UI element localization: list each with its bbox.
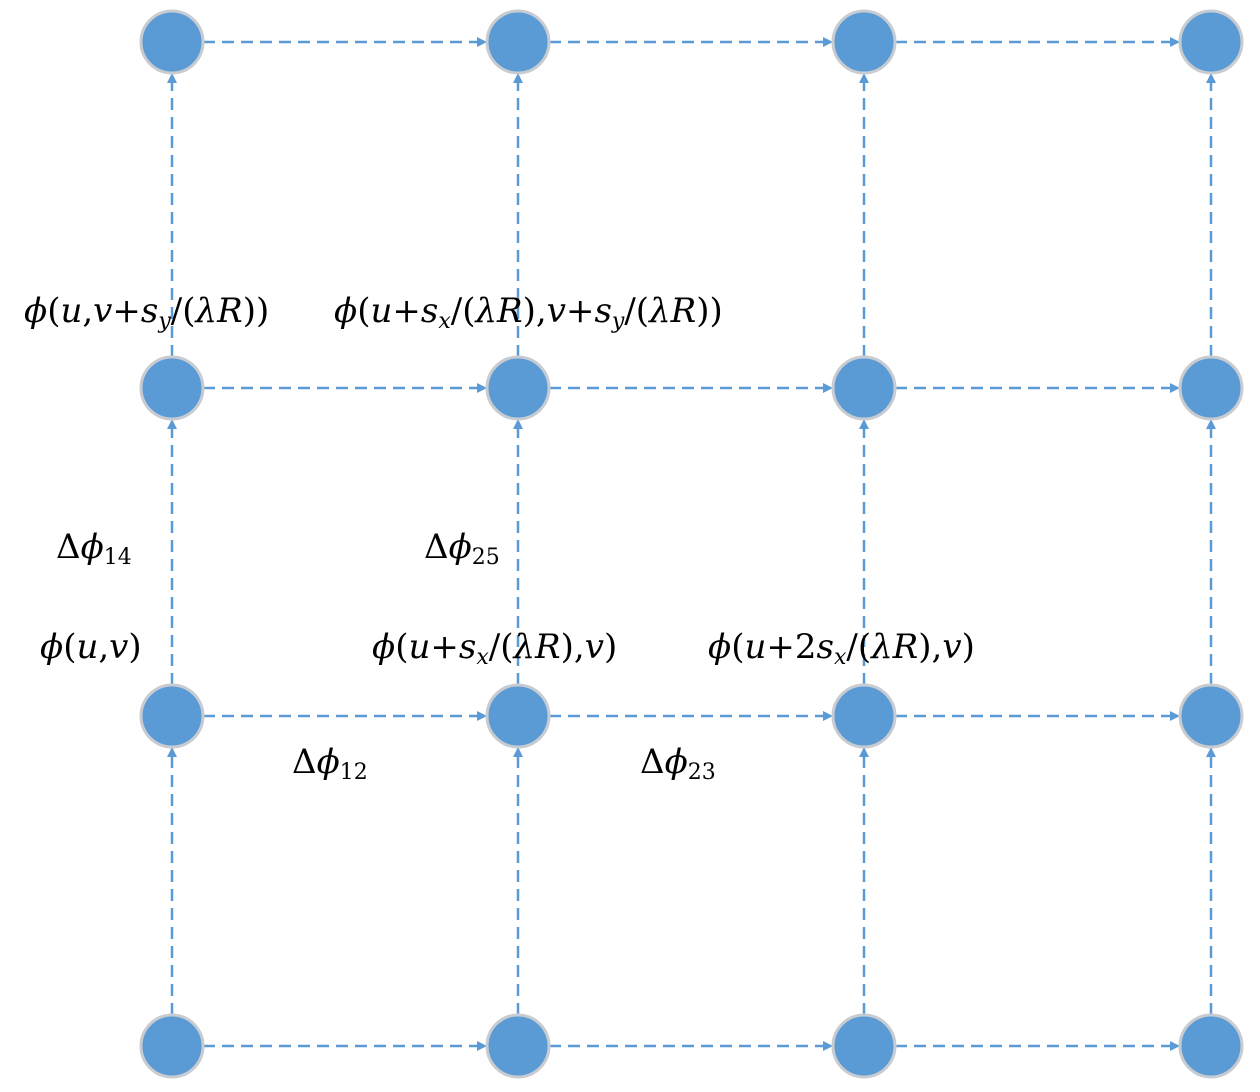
grid-node-r1-c1 <box>485 355 551 421</box>
grid-node-r0-c1 <box>485 9 551 75</box>
grid-node-r1-c3 <box>1178 355 1244 421</box>
grid-node-r0-c0 <box>139 9 205 75</box>
edge-layer <box>167 37 1216 1051</box>
label-dphi12: Δϕ12 <box>292 742 368 785</box>
label-dphi23: Δϕ23 <box>640 742 716 785</box>
grid-node-r3-c3 <box>1178 1013 1244 1079</box>
grid-node-r2-c2 <box>831 683 897 749</box>
label-phi-u-2sx: ϕ(u+2sx/(λR),v) <box>708 627 975 670</box>
label-dphi25: Δϕ25 <box>424 527 500 570</box>
label-dphi14: Δϕ14 <box>56 527 132 570</box>
node-layer <box>139 9 1244 1079</box>
grid-node-r2-c1 <box>485 683 551 749</box>
grid-node-r1-c2 <box>831 355 897 421</box>
grid-node-r2-c0 <box>139 683 205 749</box>
grid-node-r0-c3 <box>1178 9 1244 75</box>
grid-node-r0-c2 <box>831 9 897 75</box>
label-phi-u-v: ϕ(u,v) <box>40 627 142 667</box>
label-phi-u-sx-v-sy: ϕ(u+sx/(λR),v+sy/(λR)) <box>334 291 723 334</box>
grid-node-r2-c3 <box>1178 683 1244 749</box>
grid-node-r3-c0 <box>139 1013 205 1079</box>
grid-node-r1-c0 <box>139 355 205 421</box>
label-phi-u-sx: ϕ(u+sx/(λR),v) <box>372 627 618 670</box>
grid-node-r3-c2 <box>831 1013 897 1079</box>
grid-node-r3-c1 <box>485 1013 551 1079</box>
label-phi-u-v-sy: ϕ(u,v+sy/(λR)) <box>24 291 270 334</box>
